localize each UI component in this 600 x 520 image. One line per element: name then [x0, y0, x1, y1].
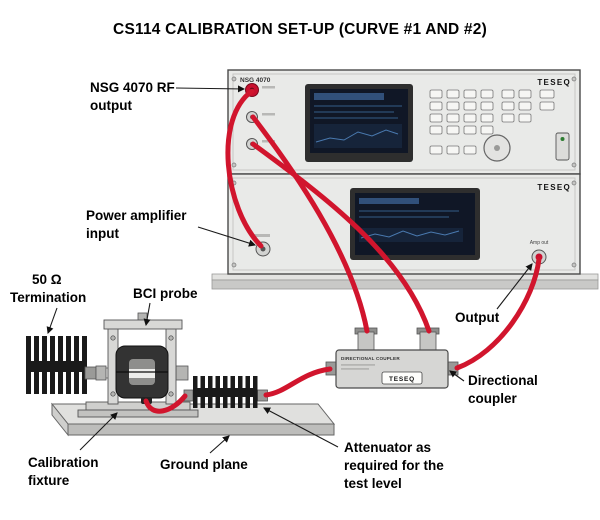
label-termination-line1: 50 Ω: [32, 272, 62, 287]
label-bci-probe: BCI probe: [133, 286, 198, 301]
panel-marking: [254, 234, 270, 237]
termination-fins: [26, 336, 87, 394]
label-ground-plane: Ground plane: [160, 457, 248, 472]
leader-bci-probe: [143, 302, 151, 327]
leader-nsg-rf-output: [175, 85, 246, 93]
label-power-amp-input-line2: input: [86, 226, 119, 241]
attenuator-fins: [193, 376, 258, 408]
label-calibration-fixture-line1: Calibration: [28, 455, 99, 470]
teseq-logo-signal-generator: TESEQ: [537, 78, 571, 87]
fixture-bolts: [110, 335, 174, 397]
amp-out-port-label: Amp out: [530, 240, 549, 246]
leader-attenuator: [263, 407, 339, 448]
leader-ground-plane: [209, 435, 230, 454]
leader-directional-coupler: [449, 370, 465, 382]
cable-amp-output-to-coupler: [454, 256, 542, 371]
termination-load: [26, 336, 97, 394]
diagram-title: CS114 CALIBRATION SET-UP (CURVE #1 AND #…: [113, 21, 487, 38]
power-amplifier-bezel: [232, 177, 576, 271]
signal-generator-screen: [305, 84, 413, 162]
annotation-labels: NSG 4070 RF output Power amplifier input…: [10, 80, 538, 491]
label-directional-coupler-line1: Directional: [468, 373, 538, 388]
attenuator: [183, 376, 268, 408]
label-power-amp-input-line1: Power amplifier: [86, 208, 187, 223]
coupler-name-text: DIRECTIONAL COUPLER: [341, 356, 400, 361]
signal-generator-model-text: NSG 4070: [240, 77, 271, 84]
coupler-left-post: [357, 331, 375, 351]
fixture-base-foot: [77, 409, 199, 418]
teseq-logo-coupler: TESEQ: [389, 376, 415, 383]
leader-power-amp-input: [197, 226, 257, 247]
cable-coupler-to-attenuator: [263, 366, 333, 398]
cable-nsg-to-coupler-left-post: [250, 114, 370, 334]
coupler-right-post: [419, 331, 437, 351]
coupler-brand-badge: [381, 371, 423, 385]
leader-calibration-fixture: [79, 412, 118, 451]
calibration-fixture: [77, 312, 199, 418]
keypad-buttons: [429, 89, 555, 155]
leader-lines: [46, 85, 533, 454]
termination-adapter: [84, 366, 97, 380]
power-switch: [555, 132, 570, 161]
leader-output: [496, 263, 533, 310]
label-calibration-fixture-line2: fixture: [28, 473, 70, 488]
label-output: Output: [455, 310, 500, 325]
fixture-left-port: [95, 365, 107, 381]
teseq-logo-power-amplifier: TESEQ: [537, 183, 571, 192]
leader-termination: [46, 307, 58, 335]
label-nsg-rf-output-line2: output: [90, 98, 132, 113]
cable-attenuator-to-probe: [143, 393, 188, 414]
cable-nsg-to-coupler-right-post: [250, 141, 432, 334]
label-attenuator-line2: required for the: [344, 458, 444, 473]
directional-coupler: DIRECTIONAL COUPLER TESEQ: [325, 327, 459, 389]
label-nsg-rf-output-line1: NSG 4070 RF: [90, 80, 175, 95]
fixture-top-bar: [103, 319, 183, 330]
label-attenuator-line3: test level: [344, 476, 402, 491]
coupler-markings: [341, 364, 375, 370]
rack-screws: [231, 76, 577, 168]
rotary-knob-center: [494, 145, 500, 151]
label-directional-coupler-line2: coupler: [468, 391, 518, 406]
fixture-clamp-screw: [137, 312, 148, 321]
label-termination-line2: Termination: [10, 290, 86, 305]
cable-rf-output-to-amp-input: [225, 88, 264, 249]
label-attenuator-line1: Attenuator as: [344, 440, 431, 455]
power-amplifier: TESEQ Amp out: [227, 173, 581, 275]
fixture-right-port: [175, 365, 189, 381]
power-led: [560, 137, 565, 141]
rf-cables: [143, 88, 542, 414]
power-amplifier-screen: [350, 188, 480, 260]
bci-probe: [115, 345, 169, 404]
